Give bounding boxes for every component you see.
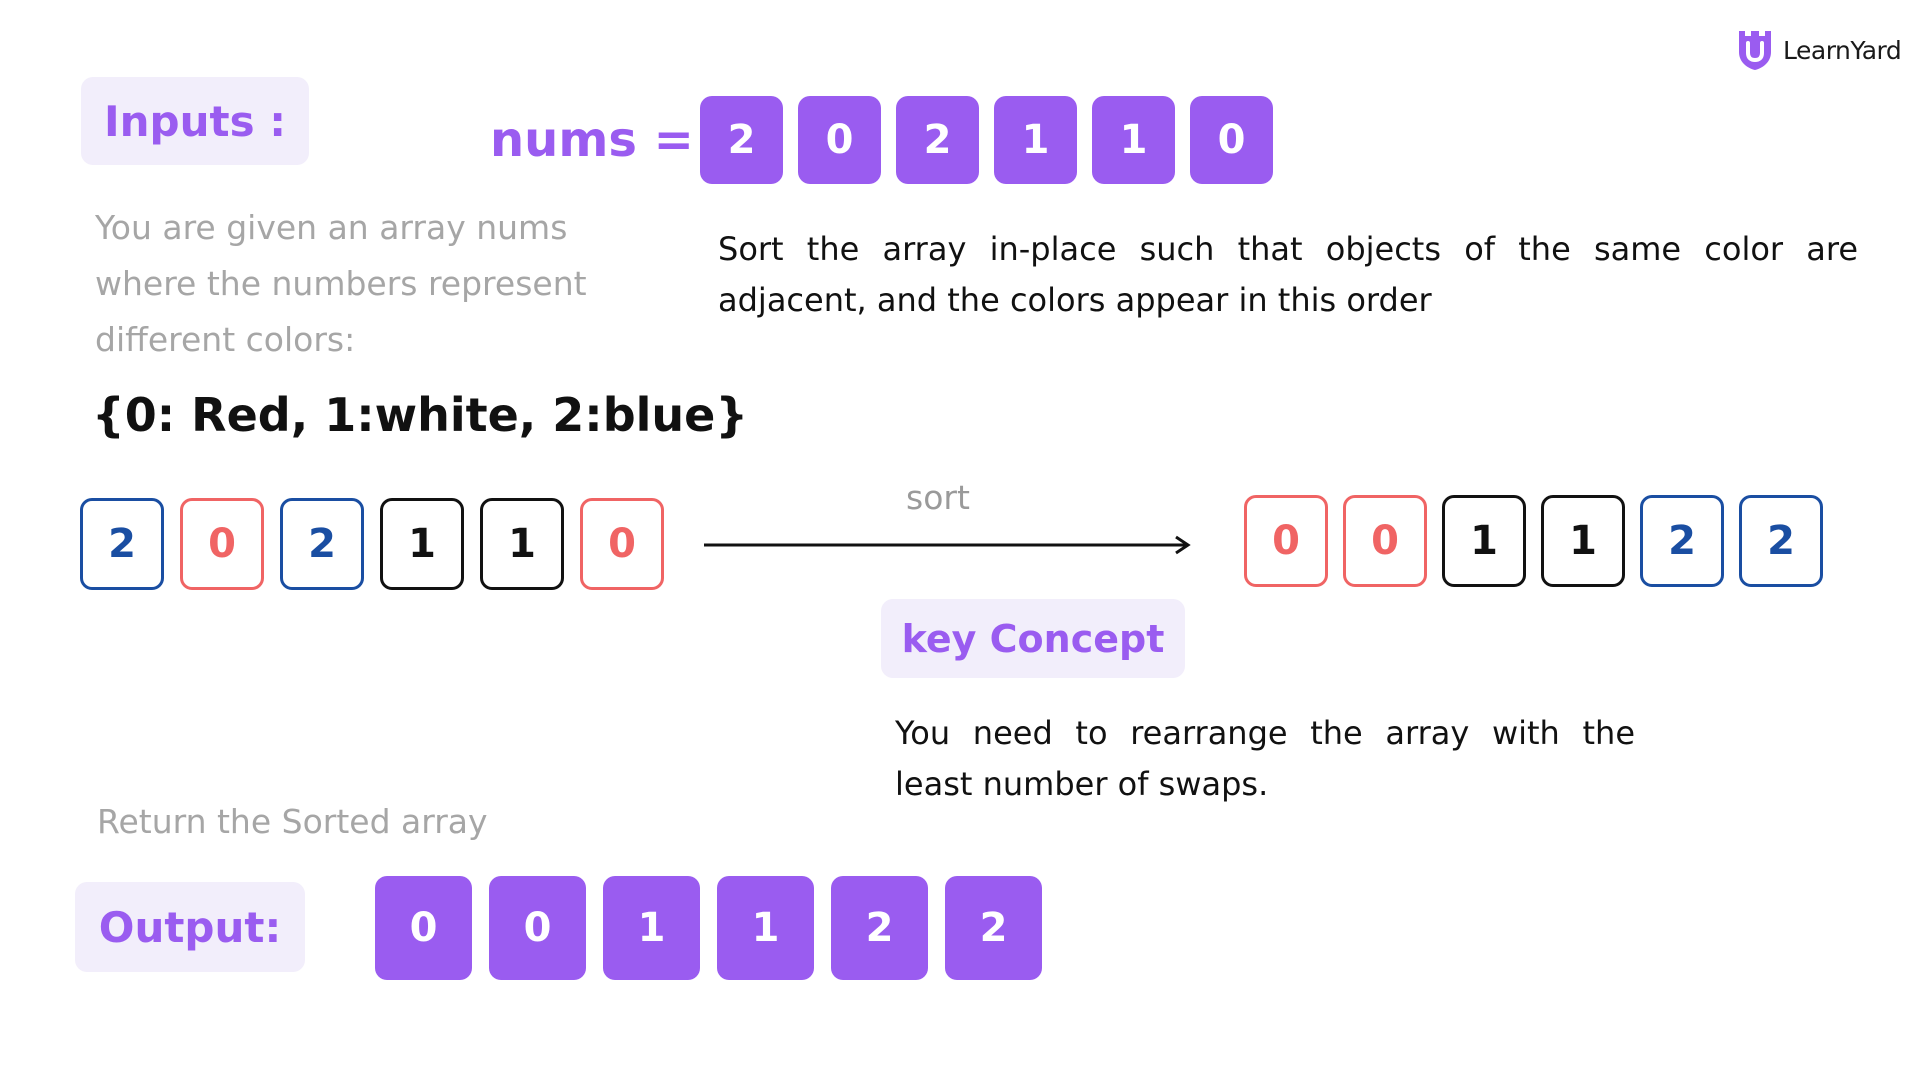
learnyard-logo: LearnYard — [1735, 28, 1902, 72]
return-text: Return the Sorted array — [97, 802, 488, 841]
output-cell: 2 — [945, 876, 1042, 980]
unsorted-cell: 1 — [380, 498, 464, 590]
nums-array: 2 0 2 1 1 0 — [700, 96, 1273, 184]
sorted-cell: 2 — [1739, 495, 1823, 587]
unsorted-cell: 2 — [80, 498, 164, 590]
inputs-label: Inputs : — [81, 77, 309, 165]
nums-cell: 0 — [798, 96, 881, 184]
sorted-cell: 0 — [1244, 495, 1328, 587]
nums-cell: 2 — [700, 96, 783, 184]
color-mapping: {0: Red, 1:white, 2:blue} — [92, 388, 749, 442]
output-label: Output: — [75, 882, 305, 972]
sorted-array: 0 0 1 1 2 2 — [1244, 495, 1823, 587]
problem-description: You are given an array nums where the nu… — [95, 208, 587, 359]
output-cell: 1 — [717, 876, 814, 980]
nums-cell: 0 — [1190, 96, 1273, 184]
right-arrow-icon — [704, 535, 1191, 555]
key-concept-label: key Concept — [881, 599, 1185, 678]
sorted-cell: 1 — [1541, 495, 1625, 587]
shield-logo-icon — [1739, 31, 1771, 70]
nums-label: nums = — [490, 112, 694, 168]
output-cell: 0 — [375, 876, 472, 980]
sorted-cell: 2 — [1640, 495, 1724, 587]
logo-text: LearnYard — [1783, 35, 1902, 65]
nums-cell: 1 — [994, 96, 1077, 184]
output-cell: 0 — [489, 876, 586, 980]
unsorted-cell: 2 — [280, 498, 364, 590]
unsorted-array: 2 0 2 1 1 0 — [80, 498, 664, 590]
unsorted-cell: 1 — [480, 498, 564, 590]
unsorted-cell: 0 — [180, 498, 264, 590]
output-array: 0 0 1 1 2 2 — [375, 876, 1042, 980]
unsorted-cell: 0 — [580, 498, 664, 590]
nums-cell: 1 — [1092, 96, 1175, 184]
sort-label: sort — [906, 478, 970, 517]
sorted-cell: 1 — [1442, 495, 1526, 587]
sort-instruction: Sort the array in-place such that object… — [718, 230, 1858, 319]
nums-cell: 2 — [896, 96, 979, 184]
key-concept-text: You need to rearrange the array with the… — [895, 714, 1635, 803]
sorted-cell: 0 — [1343, 495, 1427, 587]
output-cell: 1 — [603, 876, 700, 980]
output-cell: 2 — [831, 876, 928, 980]
